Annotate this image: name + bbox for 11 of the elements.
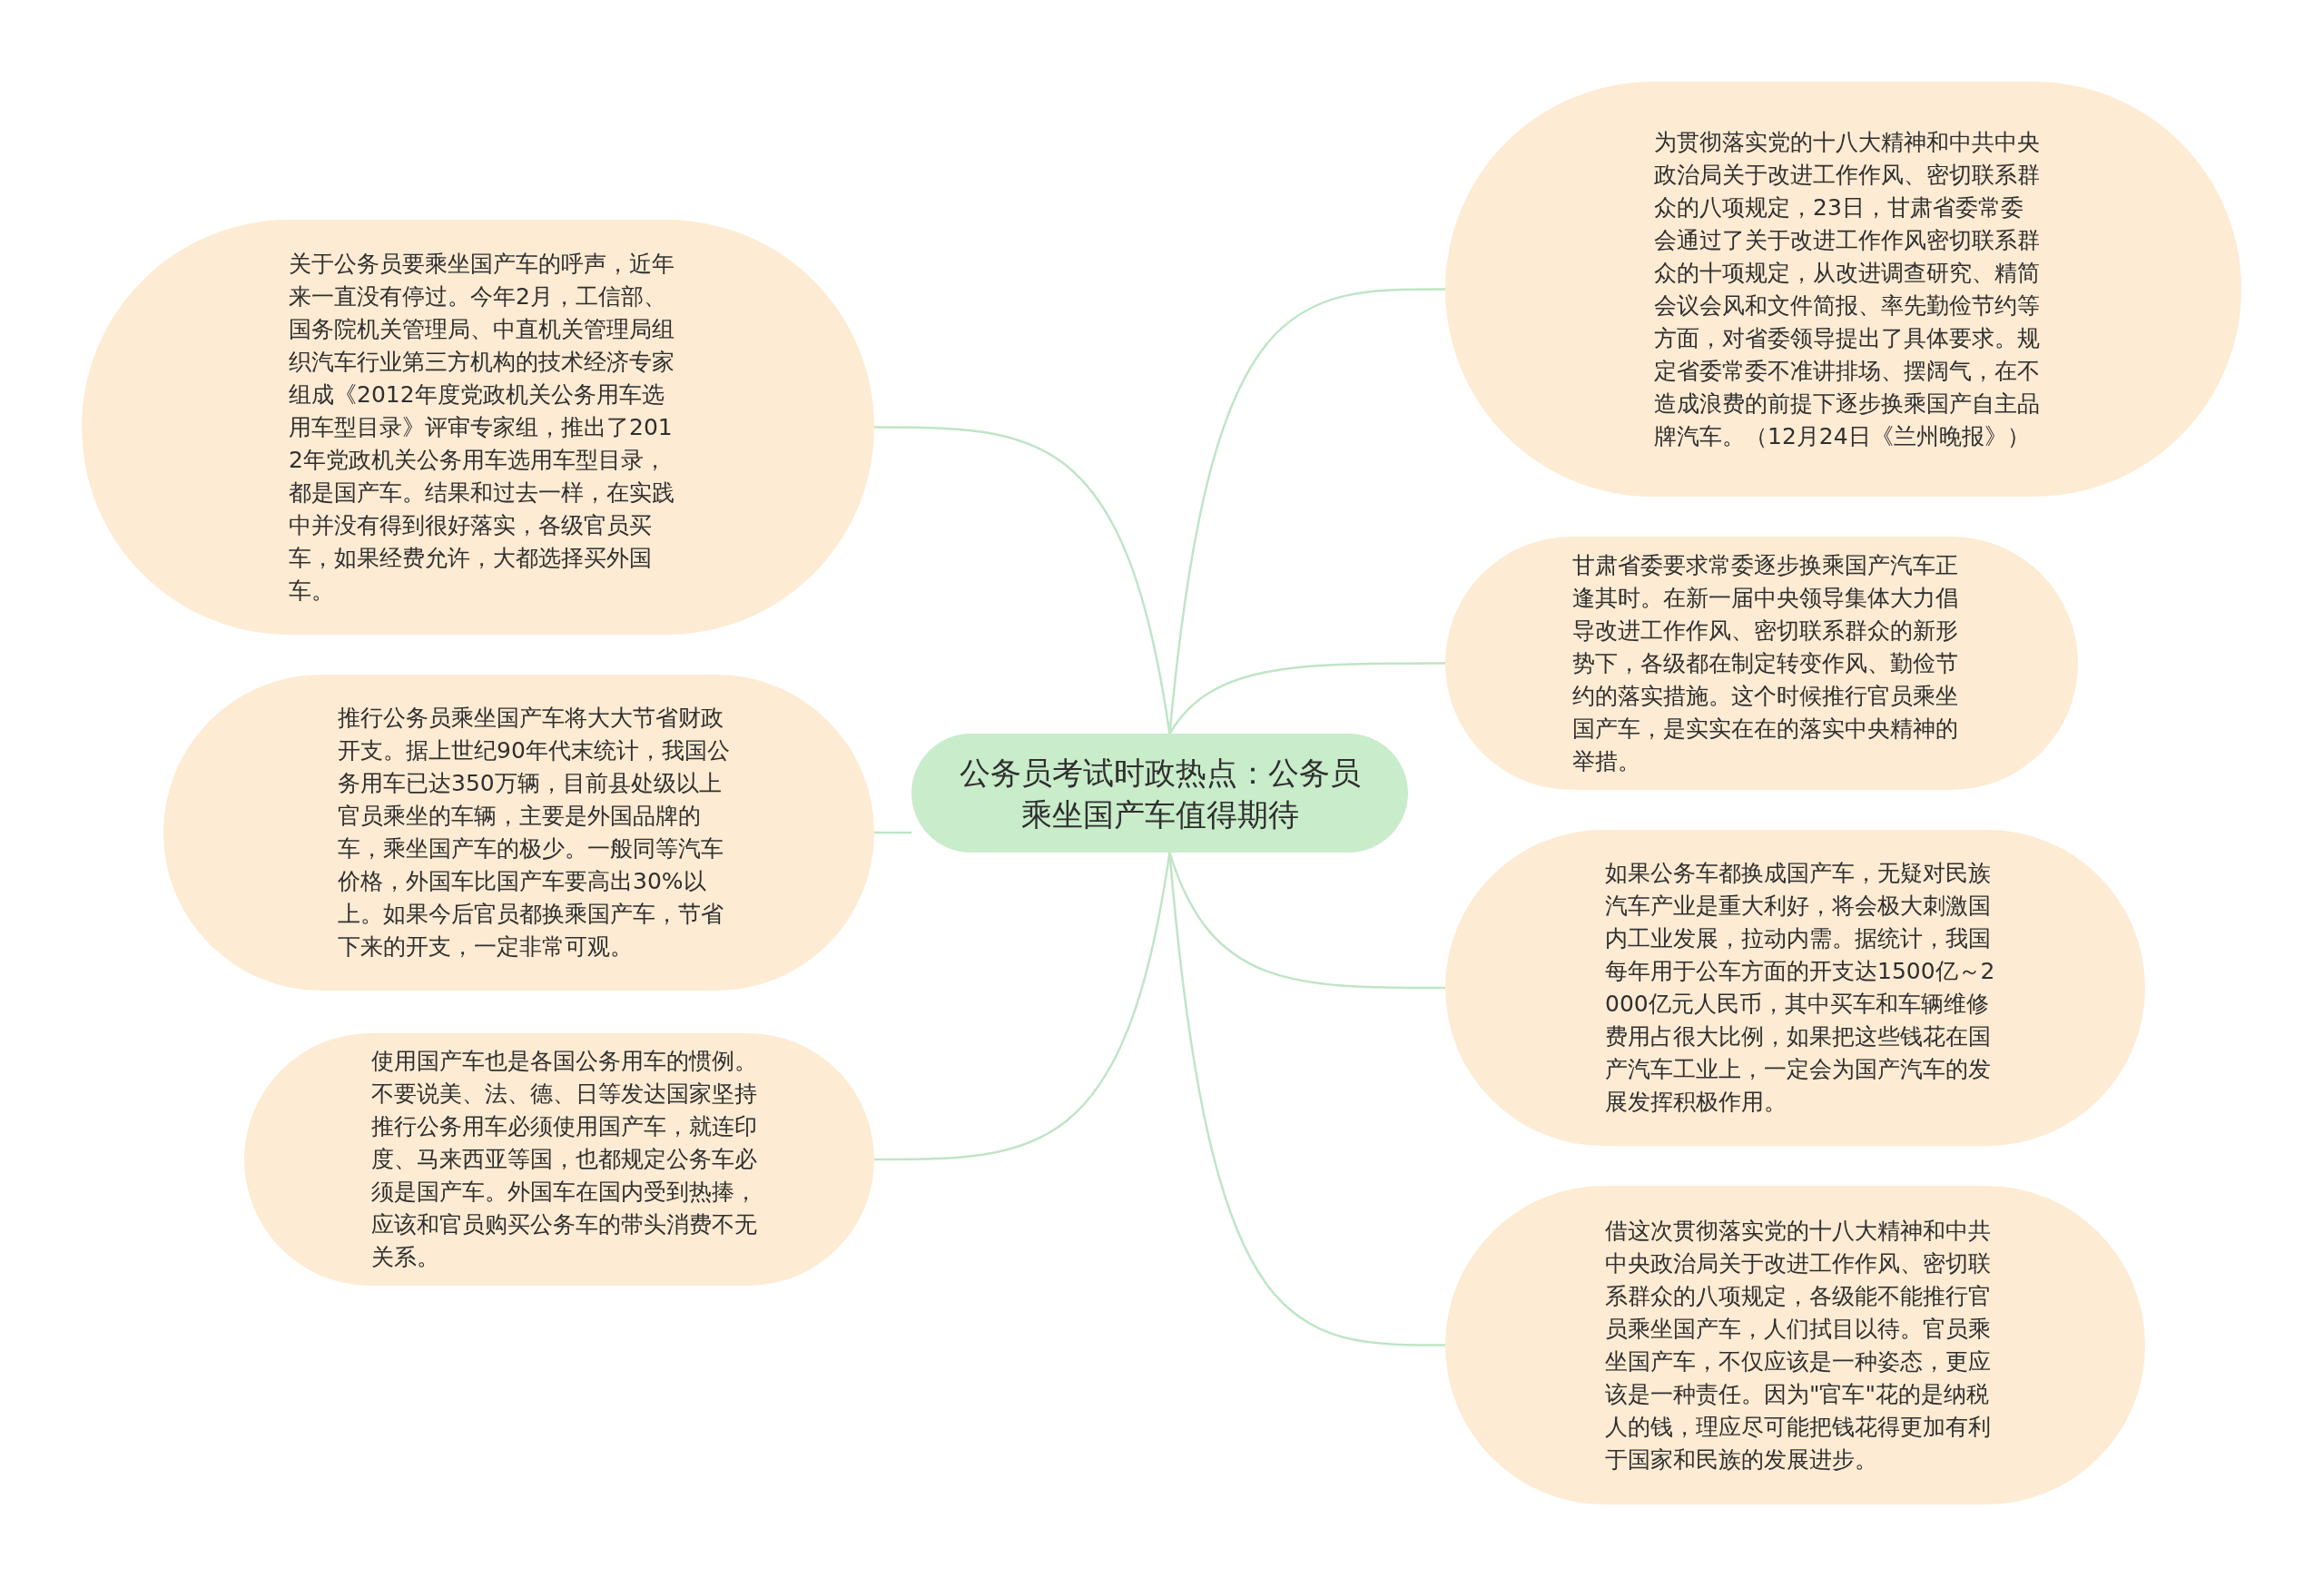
topic-text: 甘肃省委要求常委逐步换乘国产汽车正逢其时。在新一届中央领导集体大力倡导改进工作作风、密切联系群众的新形势下，各级都在制定转变作风、勤俭节约的落实措施。这个时候推行官员乘坐国产车，是实实在在的落实中央精神的举措。 bbox=[1572, 550, 1959, 776]
topic-text: 使用国产车也是各国公务用车的惯例。不要说美、法、德、日等发达国家坚持推行公务用车必须使用国产车，就连印度、马来西亚等国，也都规定公务车必须是国产车。外国车在国内受到热捧，应该和官员购买公务车的带头消费不无关系。 bbox=[371, 1047, 758, 1272]
topic-text: 关于公务员要乘坐国产车的呼声，近年来一直没有停过。今年2月，工信部、国务院机关管理局、中直机关管理局组织汽车行业第三方机构的技术经济专家组成《2012年度党政机关公务用车选用车型目录》评审专家组，推出了2012年党政机关公务用车选用车型目录，都是国产车。结果和过去一样，在实践中并没有得到很好落实，各级官员买车，如果经费允许，大都选择买外国车。 bbox=[289, 249, 675, 606]
topic-text: 借这次贯彻落实党的十八大精神和中共中央政治局关于改进工作作风、密切联系群众的八项规定，各级能不能推行官员乘坐国产车，人们拭目以待。官员乘坐国产车，不仅应该是一种姿态，更应该是一种责任。因为"官车"花的是纳税人的钱，理应尽可能把钱花得更加有利于国家和民族的发展进步。 bbox=[1605, 1216, 1992, 1475]
topic-text: 推行公务员乘坐国产车将大大节省财政开支。据上世纪90年代末统计，我国公务用车已达350万辆，目前县处级以上官员乘坐的车辆，主要是外国品牌的车，乘坐国产车的极少。一般同等汽车价格，外国车比国产车要高出30%以上。如果今后官员都换乘国产车，节省下来的开支，一定非常可观。 bbox=[338, 704, 731, 962]
topic-text: 为贯彻落实党的十八大精神和中共中央政治局关于改进工作作风、密切联系群众的八项规定，23日，甘肃省委常委会通过了关于改进工作作风密切联系群众的十项规定，从改进调查研究、精简会议会风和文件简报、率先勤俭节约等方面，对省委领导提出了具体要求。规定省委常委不准讲排场、摆阔气，在不造成浪费的前提下逐步换乘国产自主品牌汽车。（12月24日《兰州晚报》） bbox=[1654, 127, 2041, 451]
connector-line bbox=[1168, 852, 1445, 990]
connector-line bbox=[1168, 662, 1445, 735]
central-topic-text: 公务员考试时政热点：公务员乘坐国产车值得期待 bbox=[958, 753, 1362, 834]
topic-text: 如果公务车都换成国产车，无疑对民族汽车产业是重大利好，将会极大刺激国内工业发展，拉动内需。据统计，我国每年用于公车方面的开支达1500亿～2000亿元人民币，其中买车和车辆维修费用占很大比例，如果把这些钱花在国产汽车工业上，一定会为国产汽车的发展发挥积极作用。 bbox=[1605, 859, 1996, 1117]
connector-line bbox=[874, 831, 911, 834]
